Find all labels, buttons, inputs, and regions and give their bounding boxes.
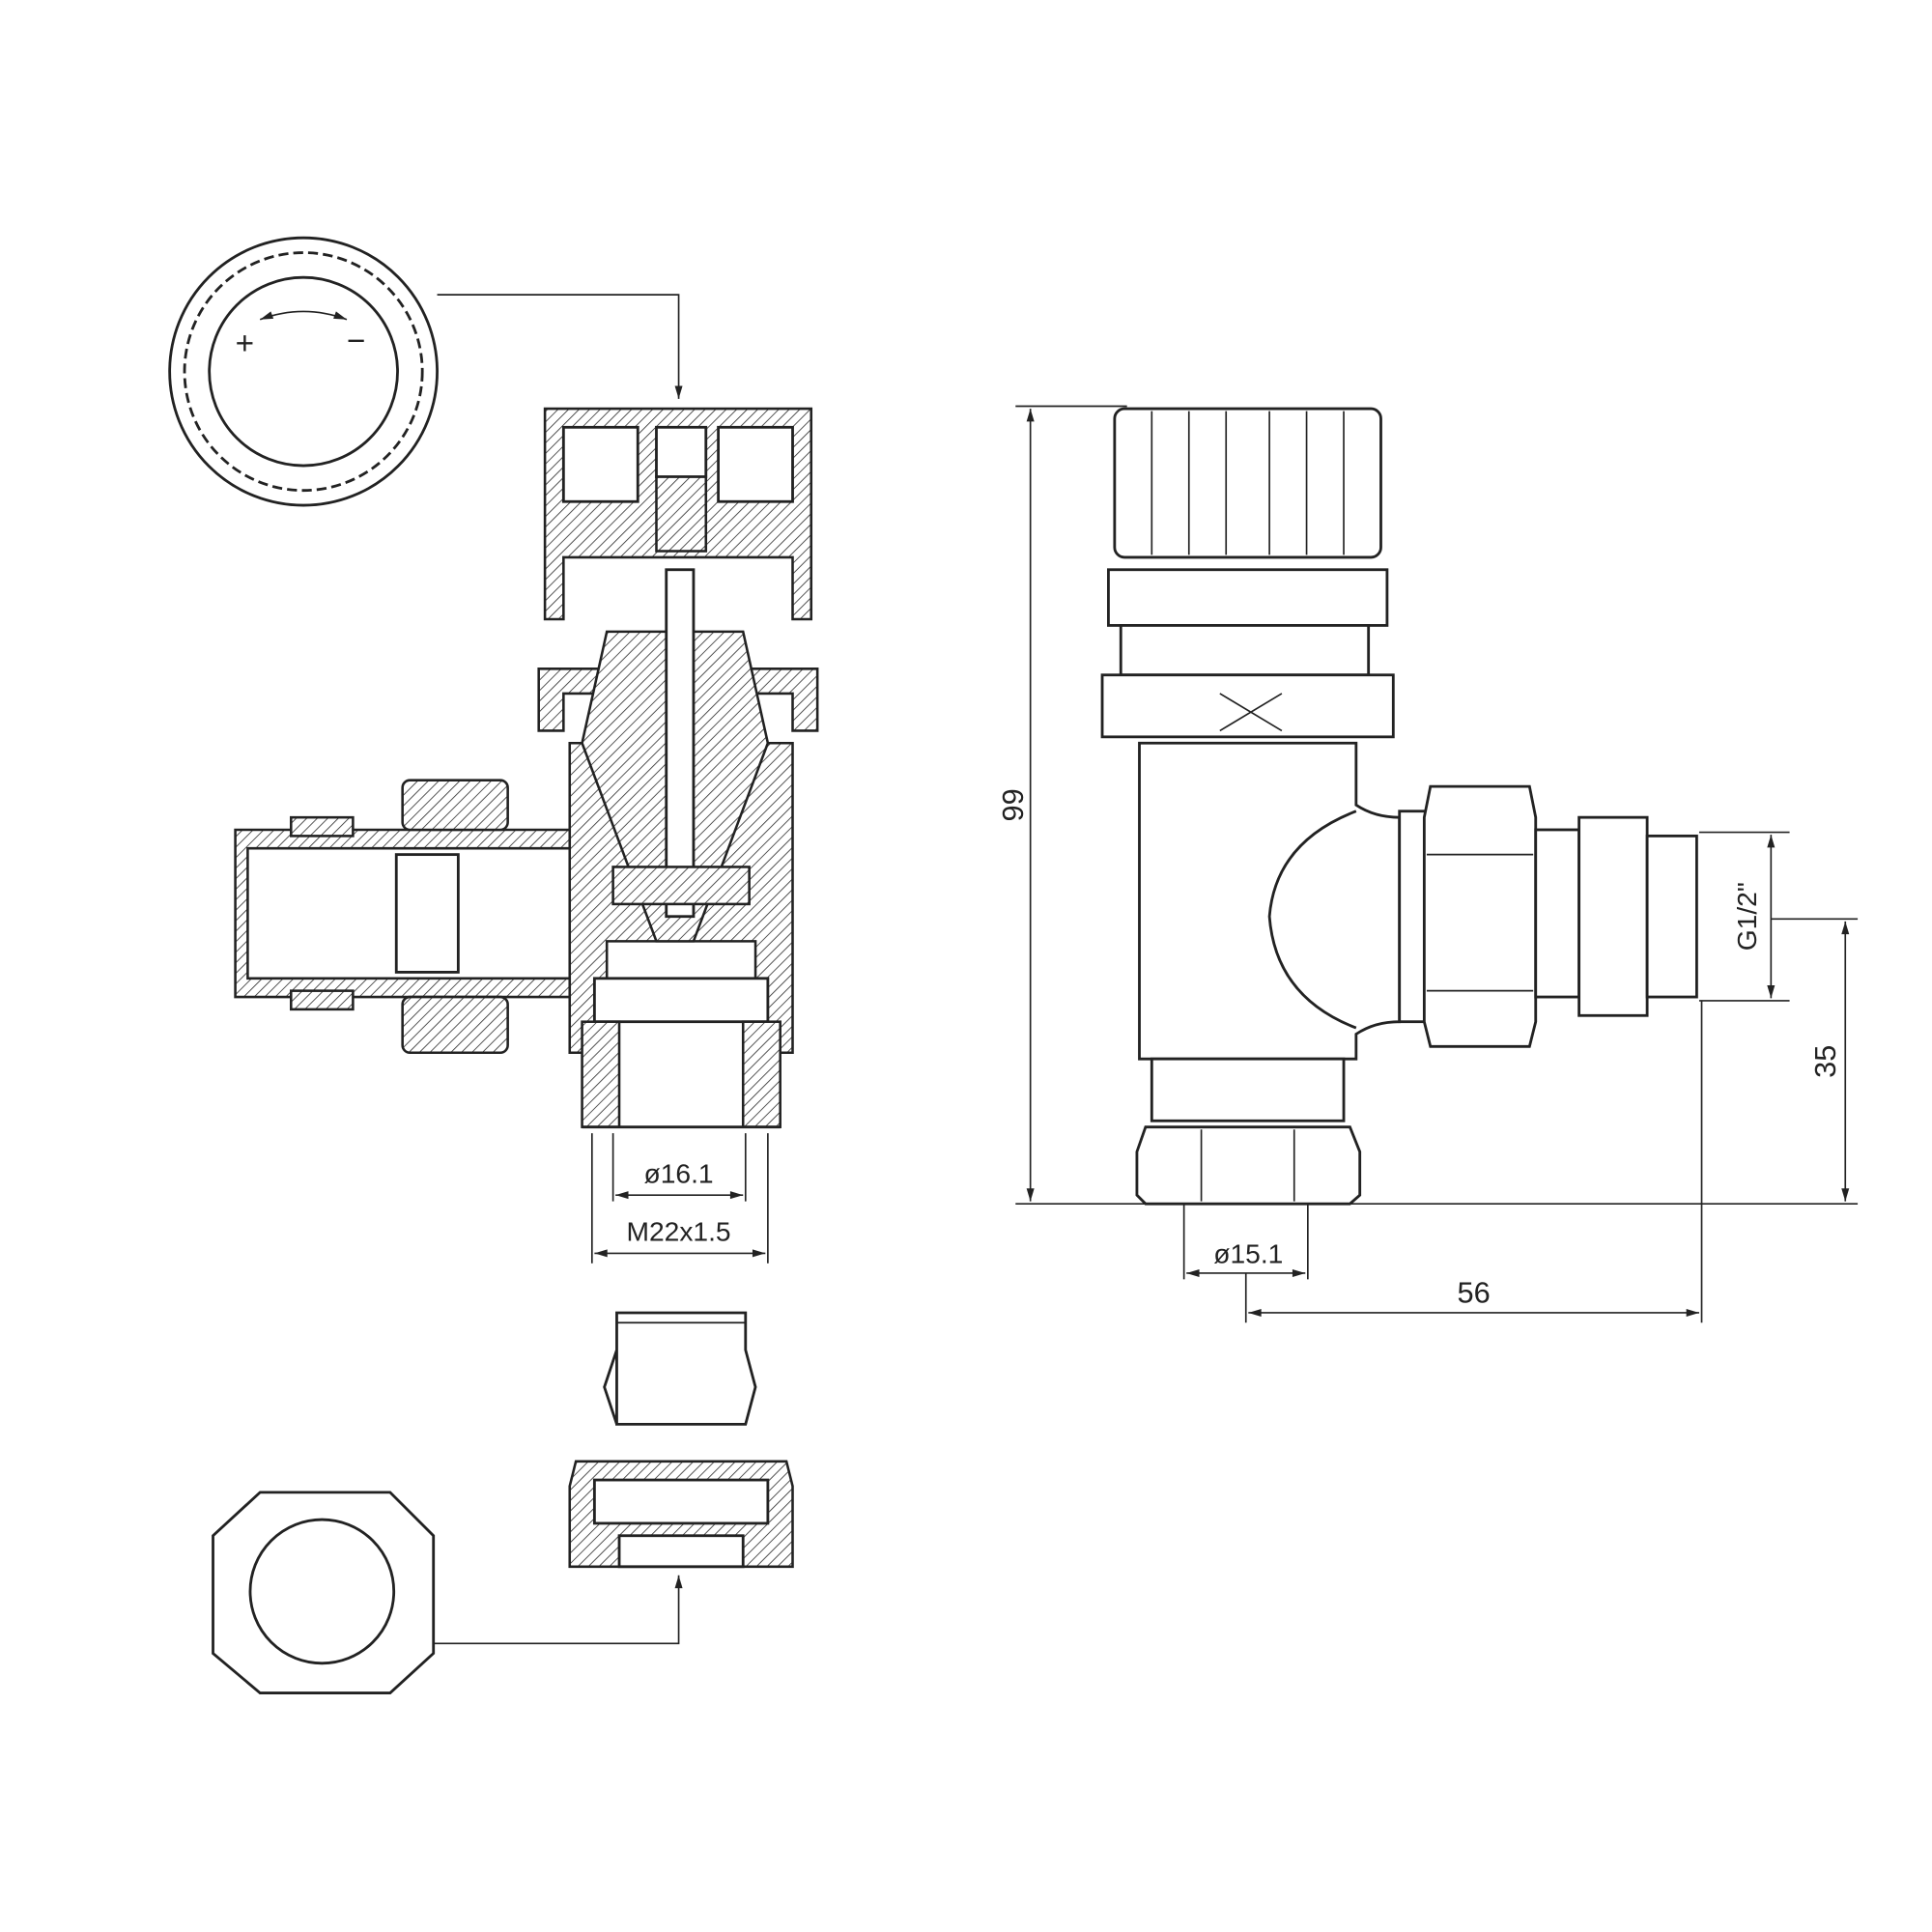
valve-side-view (1100, 407, 1698, 1206)
thread-label-g12: G1/2" (1731, 882, 1762, 951)
inner-diameter-right-label: ø15.1 (1213, 1238, 1283, 1269)
olive-and-nut (212, 1311, 794, 1694)
knob-top-view: + − (168, 236, 683, 507)
offset-height-label: 35 (1808, 1045, 1842, 1078)
minus-symbol: − (347, 324, 365, 359)
right-dimensions: 99 G1/2" 35 ø15.1 56 (996, 405, 1859, 1323)
inner-diameter-label: ø16.1 (644, 1157, 714, 1188)
thread-label: M22x1.5 (627, 1216, 731, 1247)
valve-section-view (234, 407, 819, 1129)
length-label: 56 (1458, 1276, 1491, 1310)
plus-symbol: + (236, 327, 254, 362)
leader-line (437, 294, 683, 399)
rotation-arrow-icon (259, 310, 348, 321)
height-label: 99 (996, 788, 1030, 821)
left-dimensions: ø16.1 M22x1.5 (590, 1133, 769, 1264)
